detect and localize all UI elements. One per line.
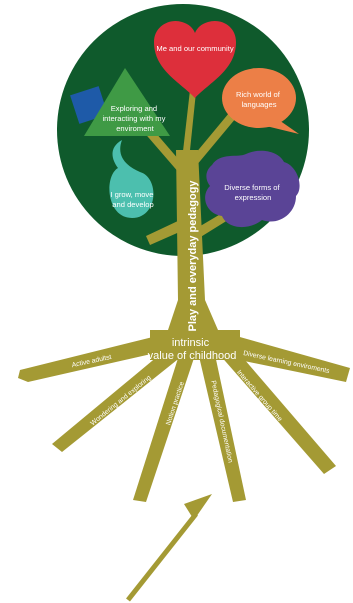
growth-arrow [126,494,212,602]
speech-bubble-leaf [222,68,299,134]
root-label-wondering: Wondering and exploring [90,374,153,427]
heart-label: Me and our community [156,44,233,53]
bubble-label: Rich world of languages [236,90,282,109]
drop-leaf [109,140,154,218]
root-environments [220,332,350,382]
root-notion [133,352,196,502]
purple-blob-leaf [205,150,300,228]
center-label: intrinsic value of childhood [148,337,237,362]
root-group-time [212,338,336,474]
trunk-label: Play and everyday pedagogy [187,180,199,332]
triangle-leaf [84,68,170,136]
root-wondering [52,346,182,452]
drop-label: I grow, move and develop [110,190,155,209]
root-documentation [198,350,246,502]
heart-leaf [154,20,236,98]
root-active-adult [18,334,165,382]
tree-roots [18,332,350,502]
blob-label: Diverse forms of expression [224,183,281,202]
triangle-label: Exploring and interacting with my enviro… [102,104,167,133]
